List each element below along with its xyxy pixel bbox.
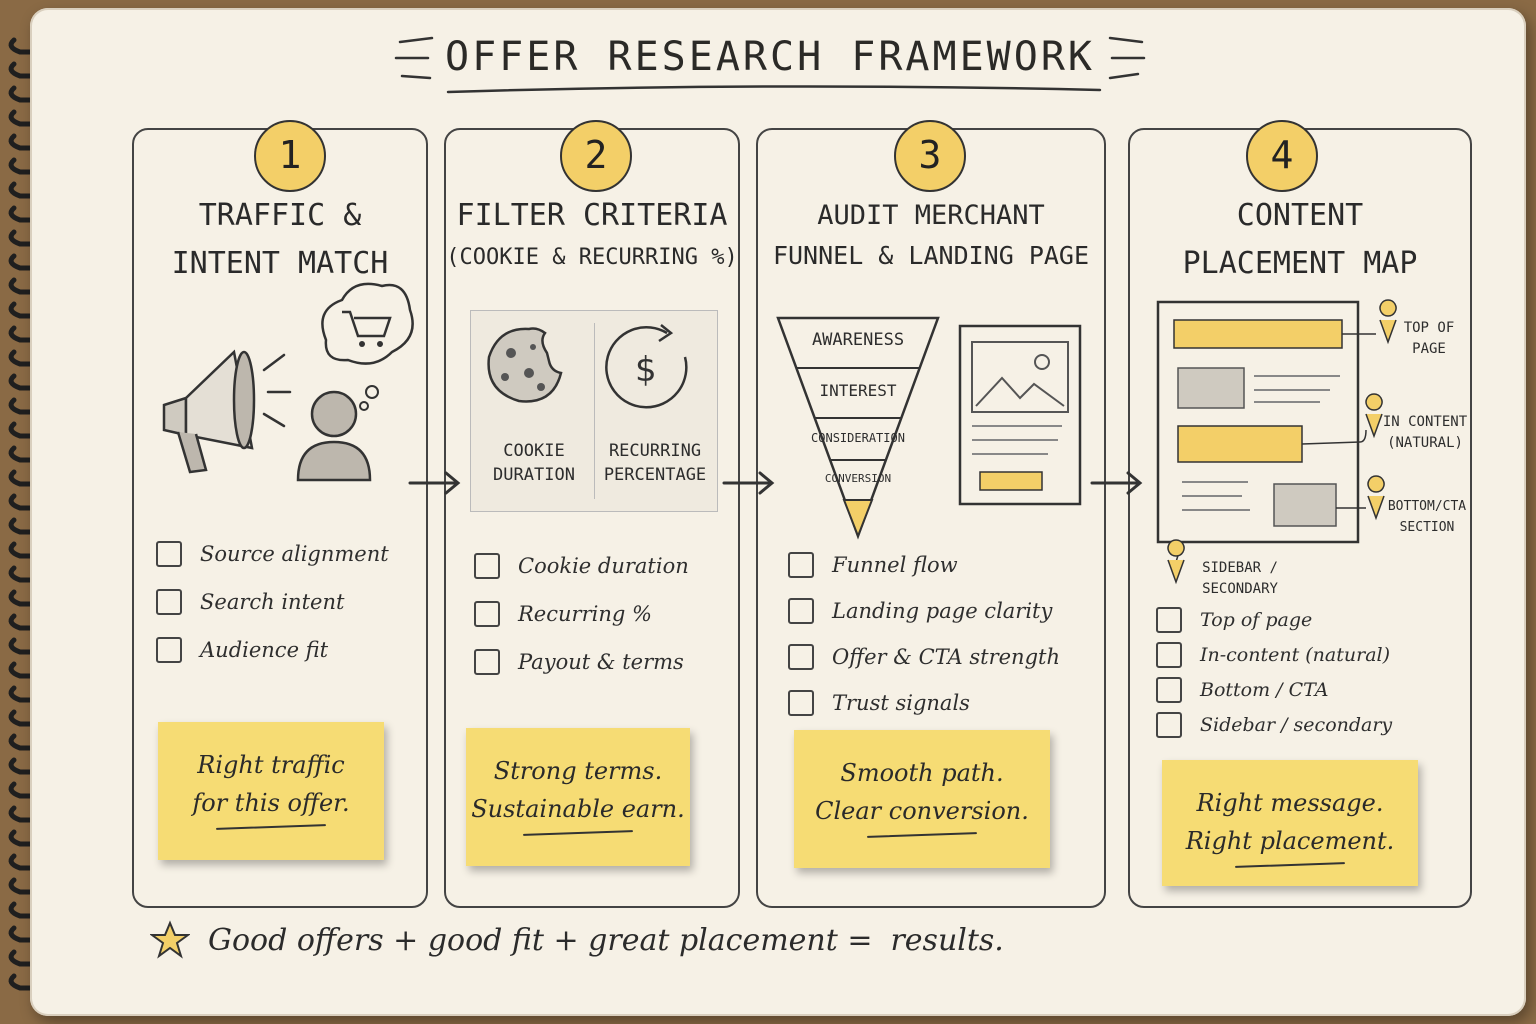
recurring-dollar-icon: $: [605, 324, 688, 409]
cart-thought-bubble-icon: [321, 282, 414, 411]
footer-summary: Good offers + good fit + great placement…: [150, 920, 1011, 964]
funnel-stage-conversion: CONVERSION: [824, 472, 892, 485]
checkbox[interactable]: [788, 598, 814, 624]
checklist-item[interactable]: Top of page: [1156, 602, 1392, 637]
step-number: 4: [1246, 120, 1318, 192]
checklist-item[interactable]: Funnel flow: [788, 542, 1060, 588]
recurring-percentage-label: RECURRING PERCENTAGE: [603, 441, 707, 485]
footer-text: Good offers + good fit + great placement…: [208, 922, 873, 958]
sticky-note: Strong terms. Sustainable earn.: [466, 728, 690, 866]
checklist-item[interactable]: Source alignment: [156, 530, 389, 578]
step-title: TRAFFIC & INTENT MATCH: [171, 198, 389, 281]
step-card-4: 4 CONTENT PLACEMENT MAP TOP OF PAGE: [1128, 120, 1472, 908]
header: OFFER RESEARCH FRAMEWORK: [380, 20, 1160, 110]
map-pin-icon: [1167, 299, 1397, 585]
note-underline: [522, 830, 634, 836]
step-number: 1: [254, 120, 326, 192]
checkbox[interactable]: [788, 644, 814, 670]
checklist-item[interactable]: Landing page clarity: [788, 588, 1060, 634]
checkbox[interactable]: [474, 649, 500, 675]
funnel-stage-awareness: AWARENESS: [811, 330, 905, 350]
note-underline: [866, 832, 978, 838]
star-icon: [150, 920, 190, 959]
traffic-illustration: [162, 282, 414, 482]
checklist-item[interactable]: Search intent: [156, 578, 389, 626]
page-title: OFFER RESEARCH FRAMEWORK: [445, 34, 1095, 80]
landing-page-icon: [958, 324, 1082, 506]
step-title: FILTER CRITERIA (COOKIE & RECURRING %): [446, 198, 738, 270]
placement-label-top: TOP OF PAGE: [1403, 320, 1455, 357]
step-number: 3: [894, 120, 966, 192]
checklist-item[interactable]: Cookie duration: [474, 542, 689, 590]
step-card-1: 1 TRAFFIC & INTENT MATCH Source alignmen…: [132, 120, 428, 908]
checklist: Cookie duration Recurring % Payout & ter…: [474, 542, 689, 686]
checkbox[interactable]: [1156, 711, 1182, 738]
placement-map-illustration: [1156, 299, 1397, 585]
criteria-panel: $ COOKIE DURATION RECURRING PERCENTAGE: [470, 310, 718, 512]
checklist-item[interactable]: In-content (natural): [1156, 637, 1392, 672]
sticky-note: Right traffic for this offer.: [158, 722, 384, 860]
checkbox[interactable]: [156, 589, 182, 615]
person-icon: [296, 390, 372, 482]
page-layout-icon: [1156, 300, 1360, 544]
checklist-item[interactable]: Payout & terms: [474, 638, 689, 686]
funnel-stage-consideration: CONSIDERATION: [811, 431, 905, 445]
checklist: Source alignment Search intent Audience …: [156, 530, 389, 674]
svg-text:$: $: [635, 350, 657, 390]
checklist-item[interactable]: Bottom / CTA: [1156, 672, 1392, 707]
footer-highlight: results.: [884, 922, 1011, 964]
step-number: 2: [560, 120, 632, 192]
criteria-icons: $: [487, 324, 688, 409]
funnel-illustration: [776, 316, 1082, 540]
checkbox[interactable]: [156, 541, 182, 567]
step-card-2: 2 FILTER CRITERIA (COOKIE & RECURRING %)…: [444, 120, 740, 908]
cookie-duration-label: COOKIE DURATION: [493, 441, 575, 485]
step-title: AUDIT MERCHANT FUNNEL & LANDING PAGE: [772, 200, 1090, 270]
checkbox[interactable]: [474, 601, 500, 627]
checklist-item[interactable]: Audience fit: [156, 626, 389, 674]
checklist-item[interactable]: Sidebar / secondary: [1156, 707, 1392, 742]
title-decoration: [394, 36, 1146, 94]
step-card-3: 3 AUDIT MERCHANT FUNNEL & LANDING PAGE A…: [756, 120, 1106, 908]
checkbox[interactable]: [1156, 641, 1182, 668]
arrow-right-icon: [1090, 471, 1143, 495]
funnel-stage-interest: INTEREST: [819, 381, 897, 400]
sticky-note: Right message. Right placement.: [1162, 760, 1418, 886]
sticky-note: Smooth path. Clear conversion.: [794, 730, 1050, 868]
checkbox[interactable]: [1156, 606, 1182, 633]
arrow-right-icon: [408, 471, 461, 495]
checkbox[interactable]: [1156, 676, 1182, 703]
checkbox[interactable]: [788, 552, 814, 578]
checklist-item[interactable]: Trust signals: [788, 680, 1060, 726]
megaphone-icon: [162, 349, 292, 474]
note-underline: [1234, 862, 1346, 868]
placement-label-in-content: IN CONTENT (NATURAL): [1382, 414, 1468, 451]
note-underline: [215, 824, 327, 830]
checklist: Top of page In-content (natural) Bottom …: [1156, 602, 1392, 742]
cookie-icon: [487, 327, 563, 403]
checkbox[interactable]: [788, 690, 814, 716]
checklist-item[interactable]: Offer & CTA strength: [788, 634, 1060, 680]
placement-label-sidebar: SIDEBAR / SECONDARY: [1202, 560, 1278, 597]
checkbox[interactable]: [156, 637, 182, 663]
checklist: Funnel flow Landing page clarity Offer &…: [788, 542, 1060, 726]
checkbox[interactable]: [474, 553, 500, 579]
placement-label-bottom: BOTTOM/CTA SECTION: [1387, 499, 1467, 535]
arrow-right-icon: [722, 471, 775, 495]
checklist-item[interactable]: Recurring %: [474, 590, 689, 638]
funnel-icon: [776, 316, 940, 540]
step-title: CONTENT PLACEMENT MAP: [1182, 198, 1418, 281]
